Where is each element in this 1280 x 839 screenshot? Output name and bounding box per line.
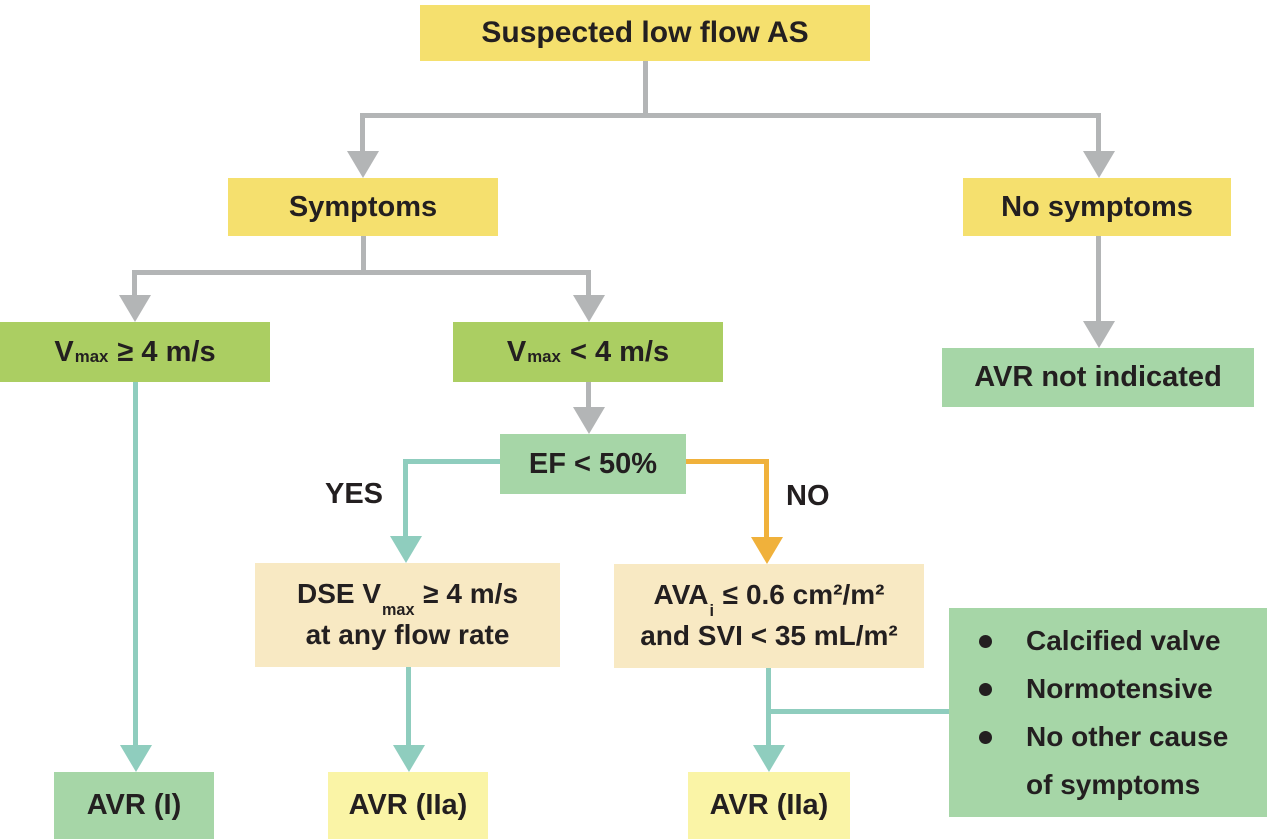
node-avr-not-indicated: AVR not indicated xyxy=(942,348,1254,407)
arrowhead-symptoms xyxy=(347,151,379,178)
connector-vmax-ge-to-avr-i xyxy=(133,382,138,746)
node-label: Symptoms xyxy=(288,190,438,223)
node-avr-iia-right: AVR (IIa) xyxy=(688,772,850,839)
criteria-item: Calcified valve xyxy=(979,617,1267,665)
node-label: No symptoms xyxy=(1001,190,1193,223)
connector-to-vmax-ge xyxy=(132,270,137,297)
connector-top-branch xyxy=(360,113,1101,118)
node-label: AVR not indicated xyxy=(974,361,1222,394)
dse-line1: DSE Vmax ≥ 4 m/s xyxy=(296,574,519,617)
node-criteria-list: Calcified valve Normotensive No other ca… xyxy=(949,608,1267,817)
connector-to-no-symptoms xyxy=(1096,113,1101,153)
edge-label-no: NO xyxy=(786,480,830,512)
criteria-text: Normotensive xyxy=(1026,672,1213,704)
connector-root-stem xyxy=(643,60,648,118)
arrowhead-avr-iia-left xyxy=(393,745,425,772)
arrowhead-ava xyxy=(751,537,783,564)
connector-to-vmax-lt xyxy=(586,270,591,297)
arrowhead-avr-i xyxy=(120,745,152,772)
node-ava-svi: AVAi ≤ 0.6 cm²/m² and SVI < 35 mL/m² xyxy=(614,564,924,668)
connector-symptoms-branch xyxy=(132,270,590,275)
connector-symptoms-stem xyxy=(361,236,366,275)
criteria-item: Normotensive xyxy=(979,665,1267,713)
node-avr-i: AVR (I) xyxy=(54,772,214,839)
connector-to-symptoms xyxy=(360,113,365,153)
criteria-text: Calcified valve xyxy=(1026,624,1221,656)
node-label: Suspected low flow AS xyxy=(481,16,809,49)
connector-ava-to-avr-iia xyxy=(766,668,771,746)
node-ef-lt-50: EF < 50% xyxy=(500,434,686,494)
arrowhead-avr-iia-right xyxy=(753,745,785,772)
bullet-icon xyxy=(979,730,992,744)
connector-ef-yes-vertical xyxy=(403,459,408,539)
arrowhead-no-symptoms xyxy=(1083,151,1115,178)
node-label: EF < 50% xyxy=(528,447,658,480)
node-dse: DSE Vmax ≥ 4 m/s at any flow rate xyxy=(255,563,560,667)
ava-line1: AVAi ≤ 0.6 cm²/m² xyxy=(653,575,885,618)
dse-line2: at any flow rate xyxy=(305,619,510,650)
connector-ef-yes-horizontal xyxy=(405,459,500,464)
criteria-item: No other cause of symptoms xyxy=(979,713,1267,809)
dse-pre: DSE V xyxy=(296,578,381,610)
vmax-condition: < 4 m/s xyxy=(561,335,670,368)
dse-condition: ≥ 4 m/s xyxy=(415,578,519,610)
node-symptoms: Symptoms xyxy=(228,178,498,236)
arrowhead-avr-not-indicated xyxy=(1083,321,1115,348)
ava-line2: and SVI < 35 mL/m² xyxy=(640,620,898,651)
node-label: AVR (I) xyxy=(86,789,182,822)
ava-condition: ≤ 0.6 cm²/m² xyxy=(715,579,885,611)
dse-subscript: max xyxy=(382,600,415,619)
criteria-text: No other cause of symptoms xyxy=(1026,720,1229,800)
vmax-condition: ≥ 4 m/s xyxy=(109,335,216,368)
node-no-symptoms: No symptoms xyxy=(963,178,1231,236)
node-avr-iia-left: AVR (IIa) xyxy=(328,772,488,839)
vmax-symbol: V xyxy=(506,335,527,368)
arrowhead-ef xyxy=(573,407,605,434)
connector-no-symptoms-down xyxy=(1096,236,1101,323)
connector-vmax-lt-to-ef xyxy=(586,382,591,409)
connector-criteria-junction xyxy=(768,709,949,714)
vmax-symbol: V xyxy=(54,335,74,368)
bullet-icon xyxy=(979,634,992,648)
arrowhead-dse xyxy=(390,536,422,563)
arrowhead-vmax-lt xyxy=(573,295,605,322)
ava-subscript: i xyxy=(709,601,715,620)
node-suspected-low-flow-as: Suspected low flow AS xyxy=(420,5,870,61)
edge-label-yes: YES xyxy=(325,478,384,510)
bullet-icon xyxy=(979,682,992,696)
connector-ef-no-horizontal xyxy=(678,459,769,464)
node-label: AVR (IIa) xyxy=(709,789,829,822)
connector-ef-no-vertical xyxy=(764,459,769,540)
ava-pre: AVA xyxy=(653,579,709,611)
connector-dse-to-avr-iia xyxy=(406,667,411,746)
arrowhead-vmax-ge xyxy=(119,295,151,322)
node-label: AVR (IIa) xyxy=(348,789,468,822)
